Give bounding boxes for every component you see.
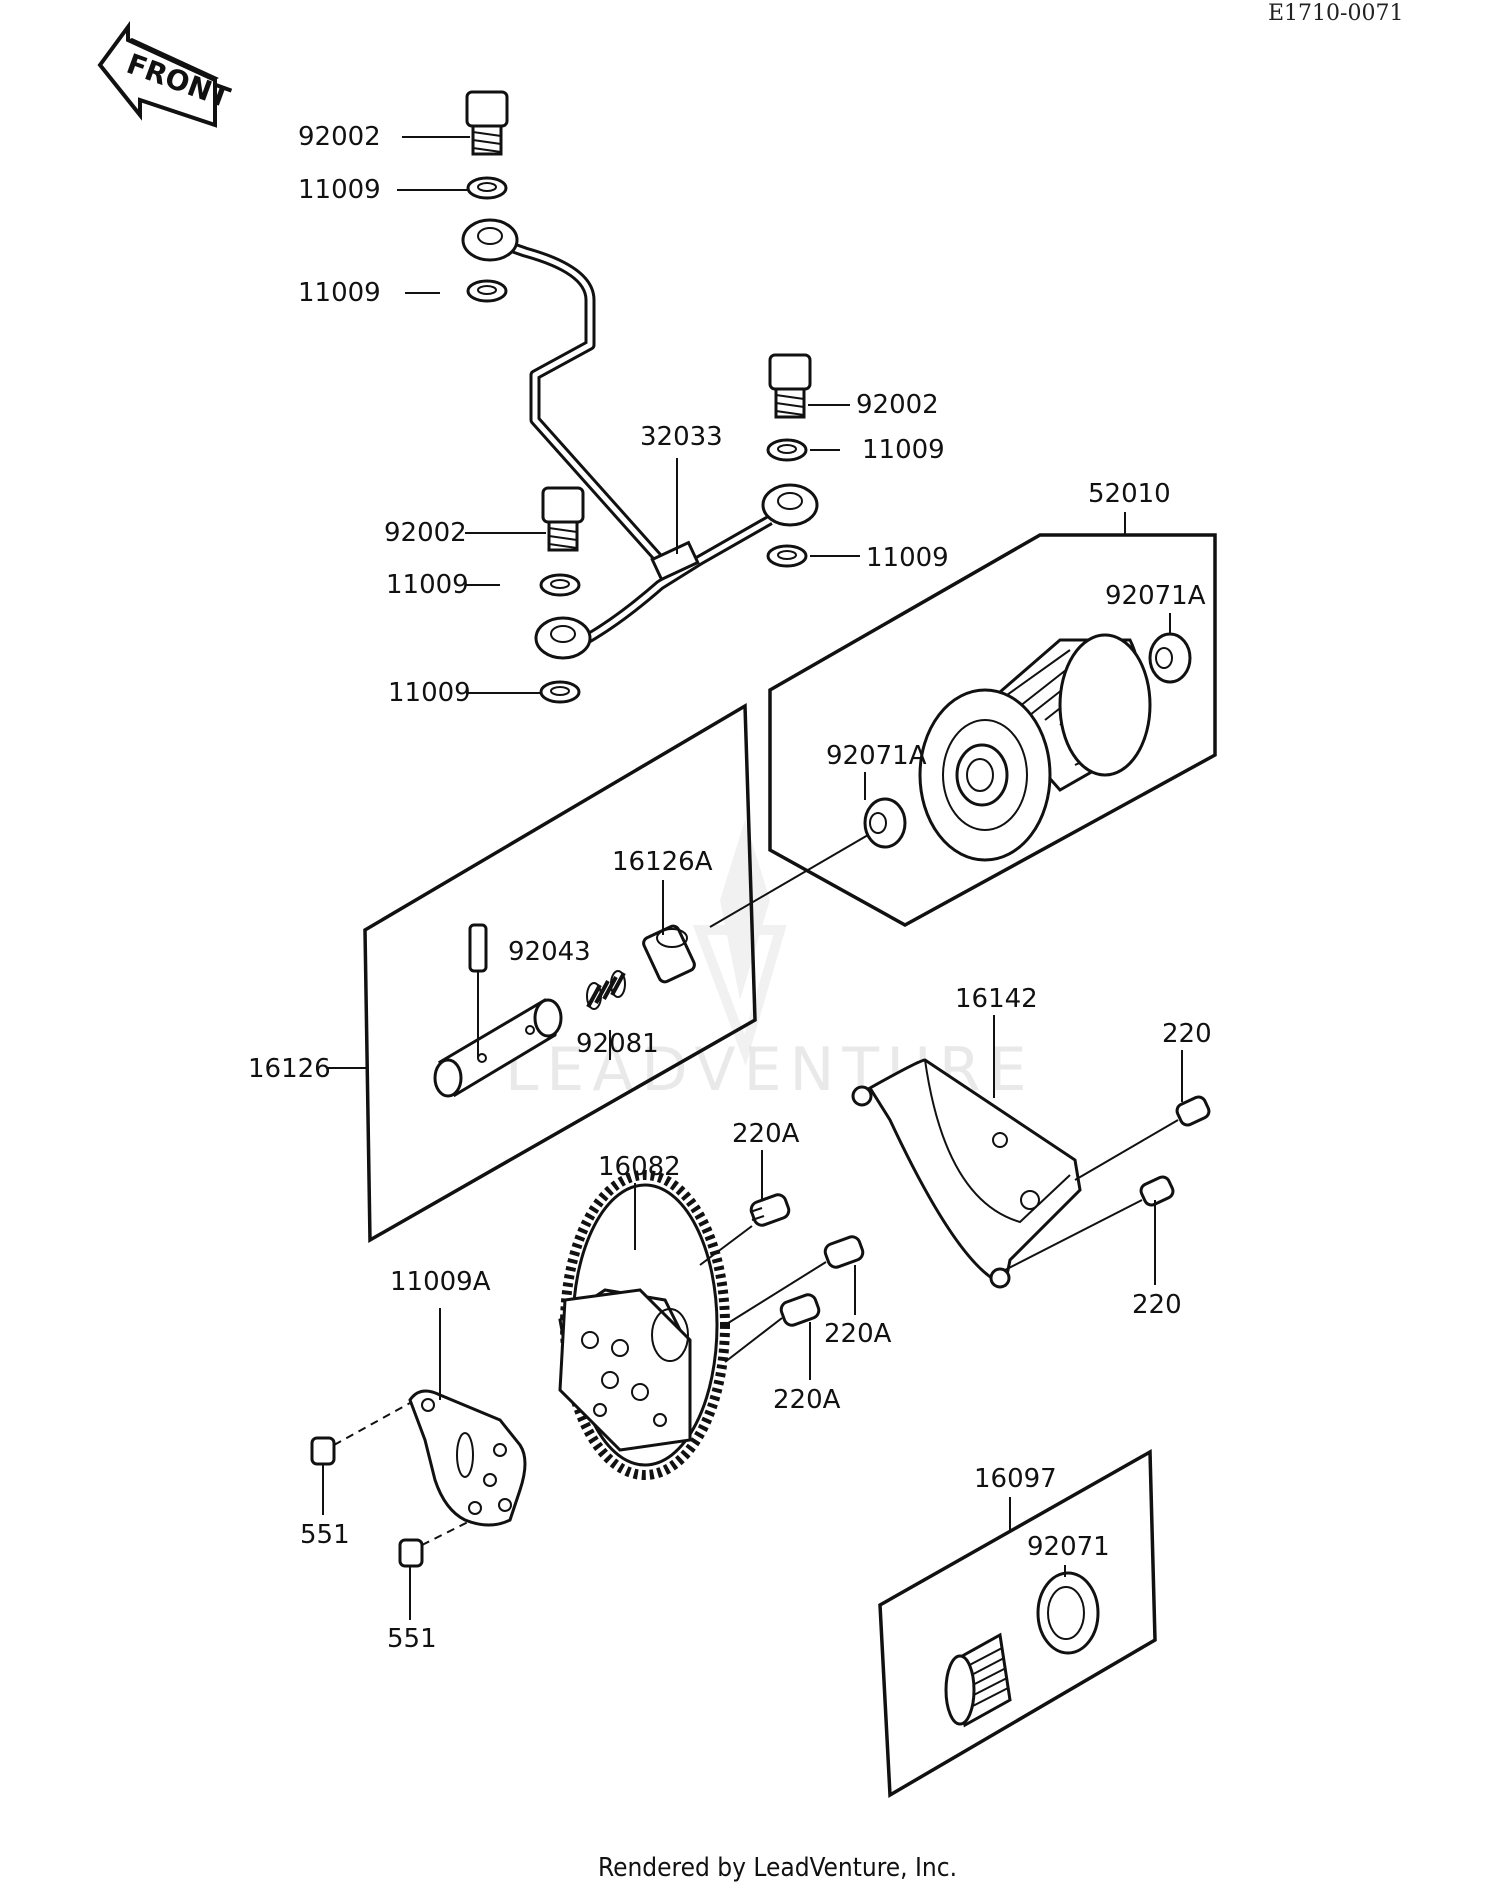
screw-220-lower	[1004, 1175, 1175, 1271]
oil-pump-gear	[558, 1170, 730, 1480]
pin	[468, 923, 488, 1058]
callout-92071a-a: 92071A	[1105, 581, 1206, 611]
strainer-box	[878, 1449, 1157, 1798]
filter-axis-line	[709, 834, 869, 928]
dowel-pin-upper	[310, 1402, 411, 1466]
callout-11009-c: 11009	[862, 435, 945, 465]
callout-16097: 16097	[974, 1464, 1057, 1494]
callout-220-a: 220	[1162, 1019, 1212, 1049]
callout-92071a-b: 92071A	[826, 741, 927, 771]
relief-valve	[433, 998, 563, 1098]
callout-92043: 92043	[508, 937, 591, 967]
callout-92002-a: 92002	[298, 122, 381, 152]
oil-pipe	[461, 218, 819, 660]
callout-11009-b: 11009	[298, 278, 381, 308]
callout-220a-c: 220A	[773, 1385, 841, 1415]
callout-92081: 92081	[576, 1029, 659, 1059]
callout-52010: 52010	[1088, 479, 1171, 509]
watermark-logo-icon	[692, 820, 787, 1066]
oil-filter-box	[768, 533, 1217, 927]
leader-lines	[322, 136, 1183, 1620]
pump-cover	[851, 1058, 1082, 1289]
callout-220-b: 220	[1132, 1290, 1182, 1320]
callout-32033: 32033	[640, 422, 723, 452]
footer-credit: Rendered by LeadVenture, Inc.	[598, 1853, 957, 1883]
front-arrow-icon: FRONT	[97, 20, 234, 128]
callout-551-a: 551	[300, 1520, 350, 1550]
callout-92002-b: 92002	[856, 390, 939, 420]
grommet-upper	[1148, 632, 1192, 684]
callout-11009-f: 11009	[388, 678, 471, 708]
callout-11009-d: 11009	[866, 543, 949, 573]
callout-92002-c: 92002	[384, 518, 467, 548]
screw-220a-top	[699, 1193, 791, 1266]
callout-16126: 16126	[248, 1054, 331, 1084]
oil-strainer	[944, 1632, 1012, 1728]
relief-valve-box	[363, 702, 757, 1243]
callout-16126a: 16126A	[612, 847, 713, 877]
screw-220a-middle	[724, 1235, 865, 1326]
callout-220a-a: 220A	[732, 1119, 800, 1149]
grommet-lower	[863, 797, 907, 849]
banjo-bolt-right	[768, 353, 812, 419]
callout-92071: 92071	[1027, 1532, 1110, 1562]
oil-filter	[918, 633, 1152, 862]
callout-16142: 16142	[955, 984, 1038, 1014]
screw-220-upper	[1074, 1095, 1211, 1181]
reference-code: E1710-0071	[1268, 1, 1403, 26]
washer-group	[466, 176, 808, 704]
relief-collar	[642, 924, 696, 984]
relief-spring	[586, 970, 626, 1010]
pump-gasket	[408, 1389, 527, 1527]
callout-11009a: 11009A	[390, 1267, 491, 1297]
dowel-pin-lower	[398, 1519, 473, 1568]
banjo-bolt-top	[465, 90, 509, 156]
callout-labels: 92002 11009 11009 92002 11009 32033 9200…	[248, 122, 1212, 1654]
strainer-oring	[1036, 1571, 1100, 1655]
banjo-bolt-left	[541, 486, 585, 552]
callout-11009-a: 11009	[298, 175, 381, 205]
screw-220a-bottom	[724, 1293, 821, 1363]
callout-16082: 16082	[598, 1152, 681, 1182]
callout-220a-b: 220A	[824, 1319, 892, 1349]
callout-11009-e: 11009	[386, 570, 469, 600]
callout-551-b: 551	[387, 1624, 437, 1654]
